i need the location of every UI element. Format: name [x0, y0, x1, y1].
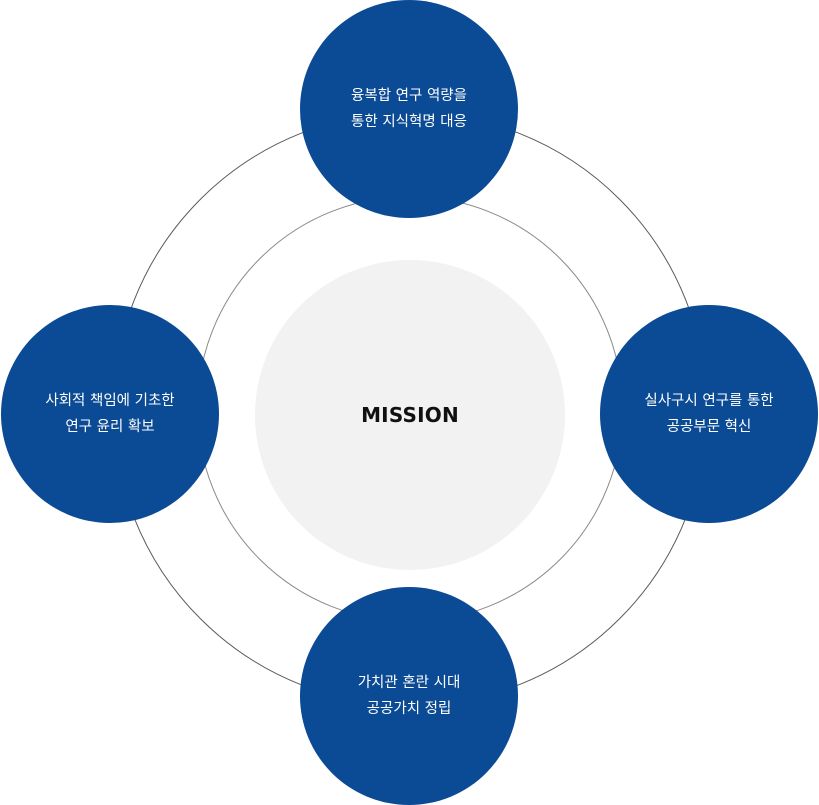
node-left-circle: 사회적 책임에 기초한 연구 윤리 확보	[1, 305, 219, 523]
node-top-line-1: 융복합 연구 역량을	[351, 88, 467, 104]
node-top-line-2: 통한 지식혁명 대응	[351, 114, 467, 130]
node-left-line-1: 사회적 책임에 기초한	[45, 393, 175, 409]
node-right-line-1: 실사구시 연구를 통한	[644, 393, 774, 409]
mission-label: MISSION	[361, 403, 459, 427]
node-left-line-2: 연구 윤리 확보	[65, 419, 155, 435]
node-bottom-circle: 가치관 혼란 시대 공공가치 정립	[300, 587, 518, 805]
node-bottom-line-1: 가치관 혼란 시대	[357, 675, 461, 691]
mission-core-circle: MISSION	[255, 260, 565, 570]
node-bottom-line-2: 공공가치 정립	[366, 701, 452, 717]
node-right-circle: 실사구시 연구를 통한 공공부문 혁신	[600, 305, 818, 523]
node-top-circle: 융복합 연구 역량을 통한 지식혁명 대응	[300, 0, 518, 218]
node-right-line-2: 공공부문 혁신	[666, 419, 752, 435]
